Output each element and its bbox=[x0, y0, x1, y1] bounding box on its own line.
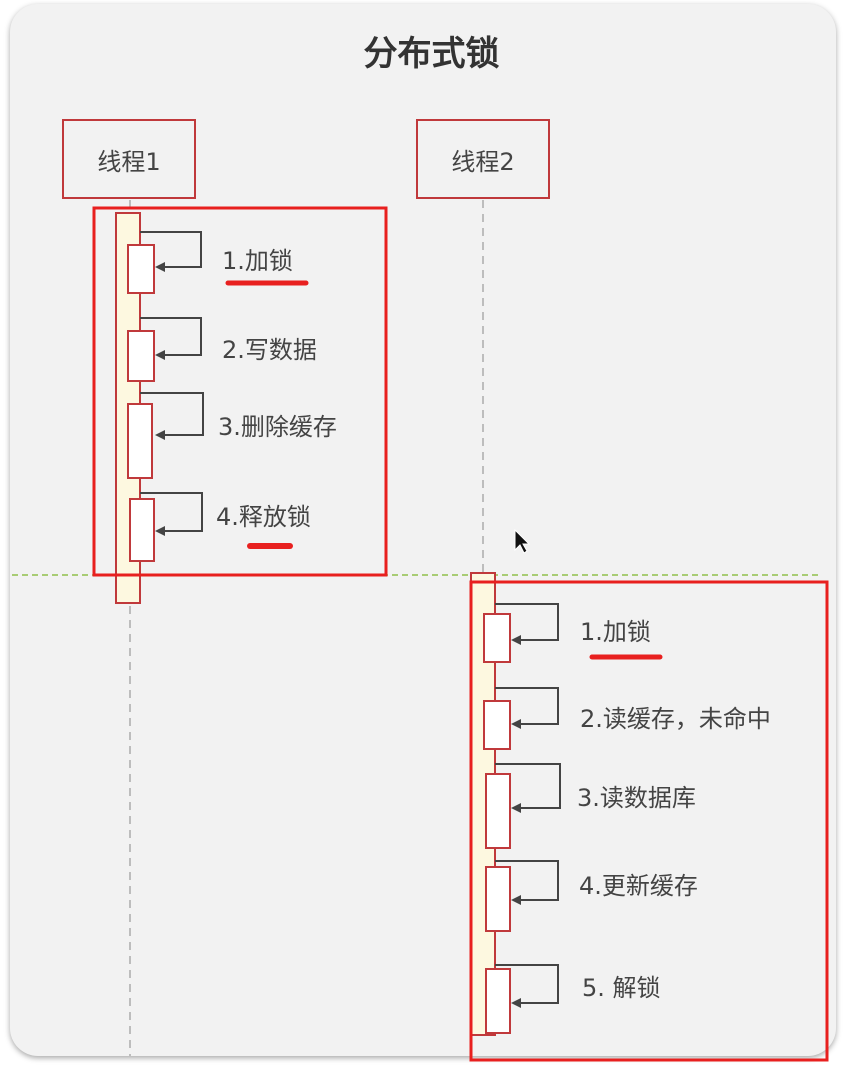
thread2-header: 线程2 bbox=[416, 119, 550, 199]
thread1-header: 线程1 bbox=[62, 119, 196, 199]
thread2-step-5-call bbox=[485, 964, 559, 1034]
thread1-step-1-call bbox=[127, 231, 202, 294]
thread2-step-5-label: 5. 解锁 bbox=[582, 974, 661, 1002]
thread2-step-4-call bbox=[485, 860, 559, 932]
thread2-step-2-call bbox=[483, 687, 559, 750]
thread1-step-1-label: 1.加锁 bbox=[222, 247, 293, 275]
thread1-step-3-call bbox=[127, 392, 204, 479]
thread1-step-4-call bbox=[129, 492, 203, 562]
thread2-step-1-call bbox=[483, 603, 559, 663]
thread1-step-2-label: 2.写数据 bbox=[222, 336, 317, 364]
thread2-step-1-label: 1.加锁 bbox=[580, 618, 651, 646]
thread2-step-3-label: 3.读数据库 bbox=[577, 784, 696, 812]
mouse-cursor-icon bbox=[514, 528, 531, 554]
thread1-step-3-label: 3.删除缓存 bbox=[218, 413, 337, 441]
thread1-step-2-call bbox=[127, 317, 202, 382]
thread2-step-4-label: 4.更新缓存 bbox=[579, 872, 698, 900]
thread2-step-2-label: 2.读缓存，未命中 bbox=[580, 705, 771, 733]
thread1-highlight-frame bbox=[92, 206, 388, 577]
thread2-highlight-frame bbox=[469, 580, 829, 1062]
diagram-title: 分布式锁 bbox=[363, 34, 500, 74]
thread2-step-3-call bbox=[485, 763, 561, 849]
thread1-step-4-label: 4.释放锁 bbox=[216, 503, 311, 531]
